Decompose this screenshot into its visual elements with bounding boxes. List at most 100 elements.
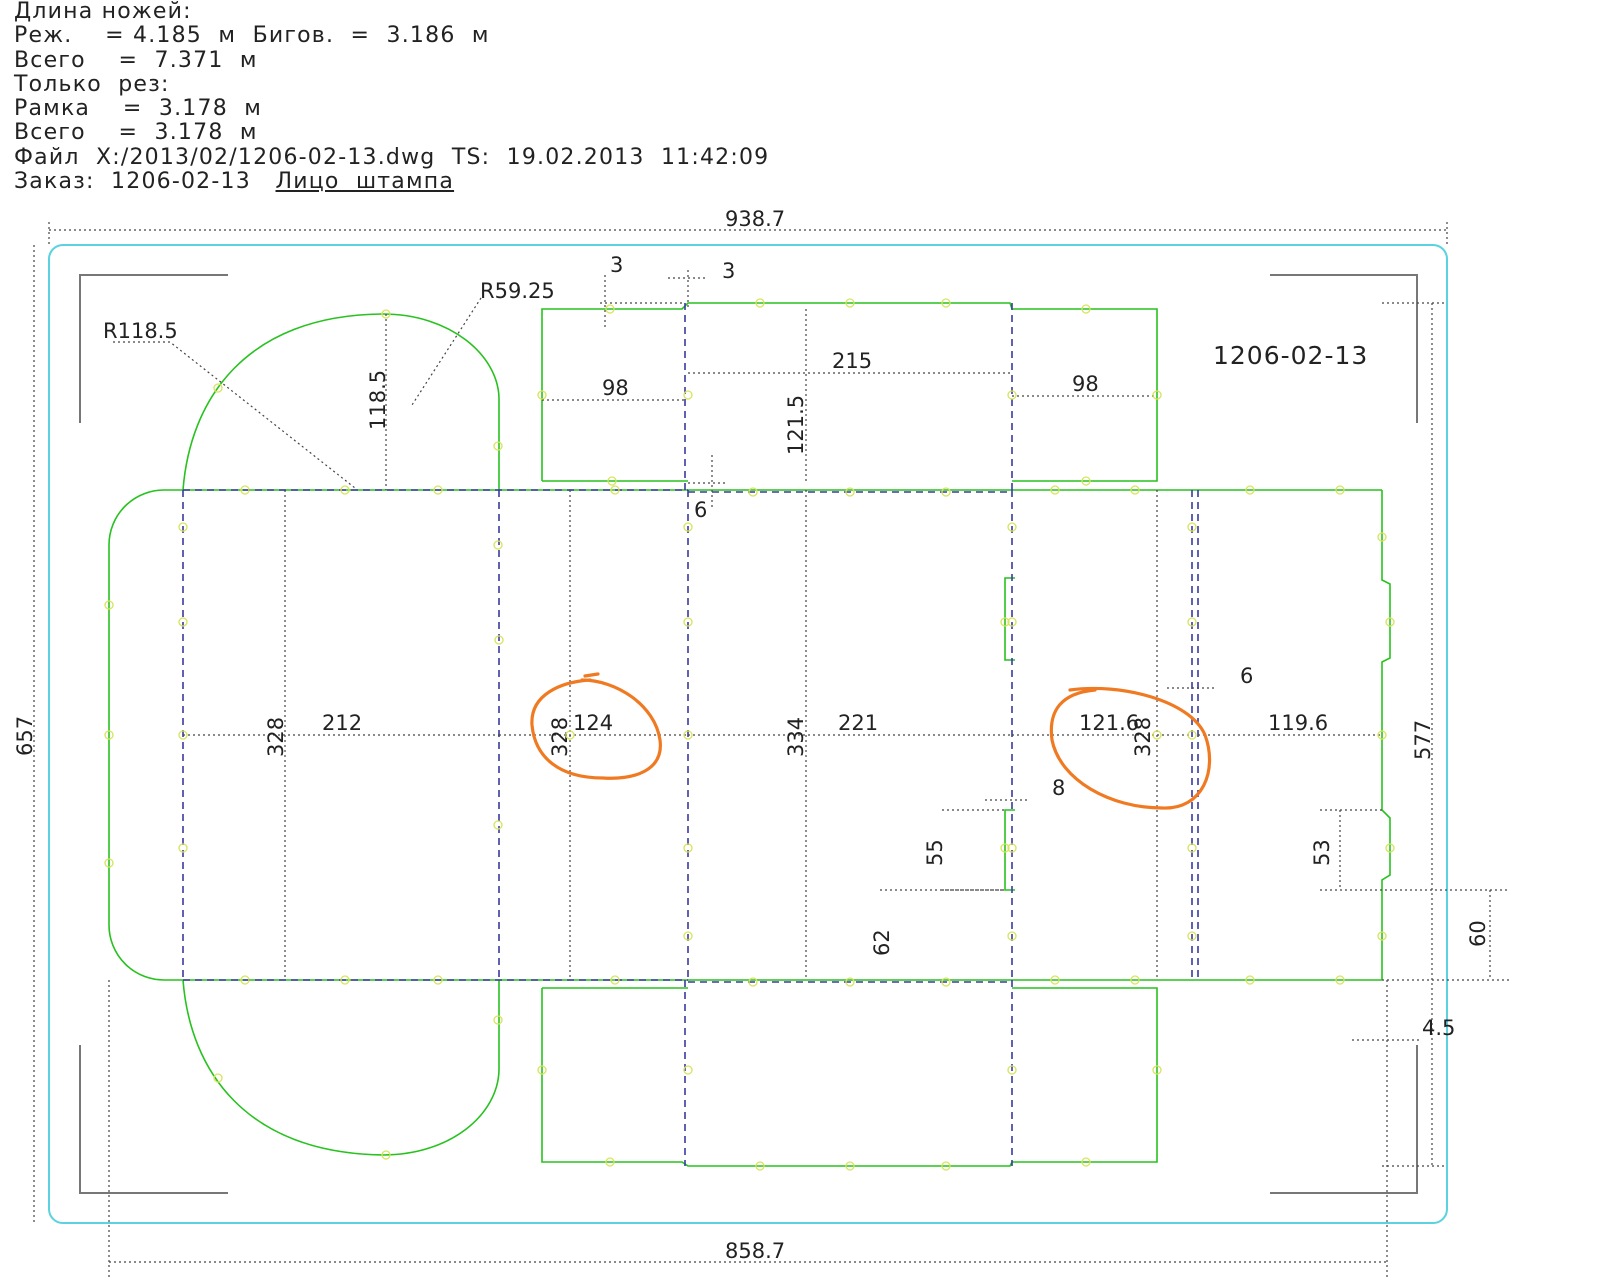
dim-glue-gap: 6 xyxy=(1240,664,1253,688)
dim-line-gap xyxy=(688,455,728,510)
left-bottom-flap xyxy=(182,979,500,1156)
dim-flap-height: 118.5 xyxy=(366,370,390,430)
node-marker xyxy=(748,487,758,497)
node-marker xyxy=(605,1157,615,1167)
node-marker xyxy=(1152,390,1162,400)
corner-mark-bottom-right xyxy=(1270,1045,1418,1194)
node-marker xyxy=(1007,1065,1017,1075)
node-marker xyxy=(493,540,503,550)
left-rounded-panel xyxy=(108,489,183,981)
node-marker xyxy=(493,1015,503,1025)
node-marker xyxy=(755,298,765,308)
dim-edge-offset: 4.5 xyxy=(1422,1016,1455,1040)
crease-lines xyxy=(182,303,1199,1166)
dim-tab-right: 3 xyxy=(722,259,735,283)
node-marker xyxy=(1245,975,1255,985)
node-marker xyxy=(340,485,350,495)
annotation-circle-left xyxy=(530,672,662,780)
node-marker xyxy=(1007,931,1017,941)
corner-marks xyxy=(79,274,1418,1194)
node-marker xyxy=(1007,843,1017,853)
annotations xyxy=(530,672,1212,810)
node-marker xyxy=(1081,476,1091,486)
die-face-link[interactable]: Лицо штампа xyxy=(275,169,455,195)
dim-line-tabs xyxy=(600,270,705,330)
node-marker xyxy=(605,304,615,314)
node-marker xyxy=(1335,485,1345,495)
node-marker xyxy=(1385,843,1395,853)
node-marker xyxy=(104,730,114,740)
dim-line-panel-heights xyxy=(284,490,1158,980)
dim-flap-width-right: 98 xyxy=(1072,372,1099,396)
node-marker xyxy=(845,977,855,987)
node-marker xyxy=(565,730,575,740)
node-marker xyxy=(1377,931,1387,941)
node-marker xyxy=(1081,304,1091,314)
slot-lower xyxy=(1004,809,1015,891)
dim-line-radii xyxy=(113,297,482,489)
frame-outline xyxy=(48,244,1448,1224)
node-marker xyxy=(1377,730,1387,740)
node-marker xyxy=(1385,617,1395,627)
node-marker xyxy=(433,975,443,985)
dim-panel4-height: 328 xyxy=(1131,717,1155,757)
order-prefix: Заказ: 1206-02-13 xyxy=(14,169,276,195)
dim-gap-small: 6 xyxy=(694,498,707,522)
node-marker xyxy=(240,485,250,495)
node-marker xyxy=(845,487,855,497)
node-marker xyxy=(240,975,250,985)
node-marker xyxy=(1335,975,1345,985)
corner-mark-top-right xyxy=(1270,274,1418,423)
dim-panel5-width: 119.6 xyxy=(1268,711,1328,735)
dim-panel3-width: 221 xyxy=(838,711,878,735)
dim-slot-offset: 62 xyxy=(870,929,894,956)
dim-slot-width: 8 xyxy=(1052,776,1065,800)
annotation-circle-right xyxy=(1049,686,1212,810)
dim-right-height: 577 xyxy=(1411,720,1435,760)
node-marker xyxy=(607,476,617,486)
node-marker xyxy=(1007,522,1017,532)
dim-notch-offset: 60 xyxy=(1466,920,1490,947)
dim-line-bottom-width xyxy=(108,980,1388,1280)
node-marker xyxy=(381,309,391,319)
node-marker xyxy=(1187,522,1197,532)
node-marker xyxy=(1187,843,1197,853)
dimension-lines xyxy=(33,222,1510,1280)
node-marker xyxy=(1130,975,1140,985)
dim-line-overall-width xyxy=(48,222,1448,245)
node-marker xyxy=(683,931,693,941)
node-marker xyxy=(683,730,693,740)
node-marker xyxy=(494,635,504,645)
node-marker xyxy=(213,1073,223,1083)
header-line-knife-length: Длина ножей: xyxy=(14,0,192,24)
node-marker xyxy=(683,390,693,400)
dim-line-flap-heights xyxy=(385,309,807,490)
node-marker xyxy=(683,522,693,532)
node-marker xyxy=(104,858,114,868)
node-marker xyxy=(1152,1065,1162,1075)
node-marker xyxy=(941,1161,951,1171)
corner-mark-bottom-left xyxy=(79,1045,228,1194)
dim-radius-large: R118.5 xyxy=(103,319,178,343)
slot-upper xyxy=(1004,577,1015,661)
node-marker xyxy=(683,617,693,627)
node-marker xyxy=(1050,975,1060,985)
node-marker xyxy=(178,617,188,627)
dim-panel3-height: 334 xyxy=(784,717,808,757)
node-marker xyxy=(493,441,503,451)
dim-panel2-width: 124 xyxy=(573,711,613,735)
right-edge xyxy=(1381,490,1391,980)
dim-line-right-height xyxy=(1382,302,1447,1167)
node-marker xyxy=(381,1150,391,1160)
node-marker xyxy=(1130,485,1140,495)
dim-line-flap-widths xyxy=(542,372,1157,401)
left-top-flap xyxy=(182,313,500,491)
node-marker xyxy=(493,820,503,830)
node-marker xyxy=(340,975,350,985)
node-marker xyxy=(1000,617,1010,627)
info-header: Длина ножей: Реж. = 4.185 м Бигов. = 3.1… xyxy=(14,0,774,194)
node-marker xyxy=(1187,730,1197,740)
node-marker xyxy=(537,1065,547,1075)
node-marker xyxy=(1187,617,1197,627)
